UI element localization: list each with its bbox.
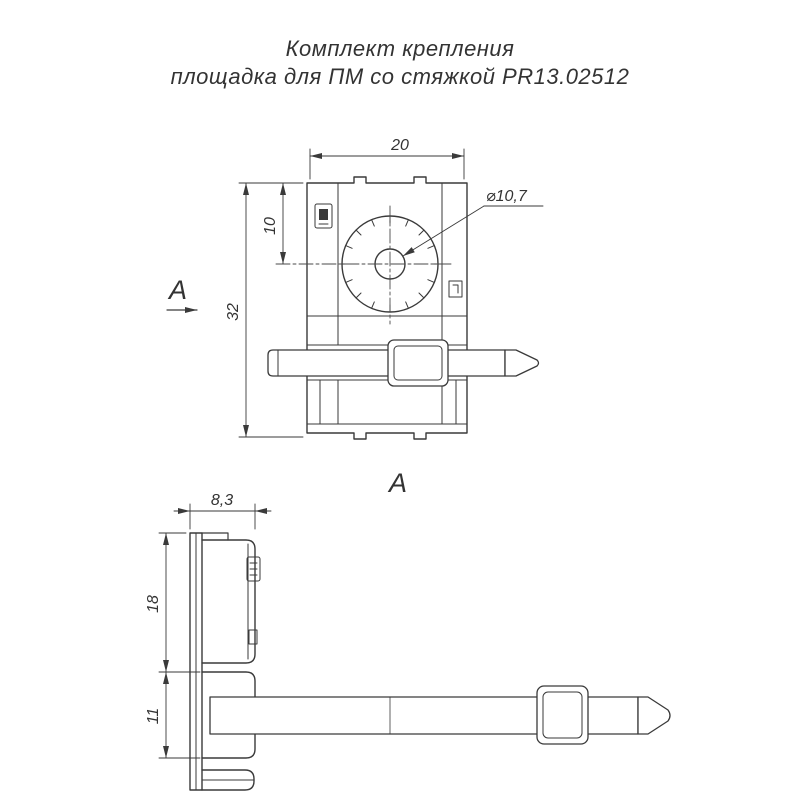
hole-diameter-callout: ⌀10,7 <box>402 188 544 257</box>
front-view: 20 10 32 ⌀10,7 A <box>166 137 544 440</box>
side-view: А <box>145 468 671 791</box>
tie-buckle-inner <box>393 345 443 381</box>
dimension-lower-height: 11 <box>145 671 201 759</box>
dimension-hole-offset: 10 <box>238 182 304 265</box>
view-direction-marker: A <box>166 275 198 313</box>
tie-tip-side <box>637 696 671 735</box>
title-line-1: Комплект крепления <box>286 36 515 61</box>
dim-height-value: 32 <box>225 303 242 321</box>
view-direction-label: A <box>167 275 187 305</box>
dim-depth-value: 8,3 <box>211 492 233 509</box>
dimension-depth: 8,3 <box>173 492 272 530</box>
clip-detail <box>246 556 261 582</box>
tie-buckle-side-inner <box>542 691 583 739</box>
bracket-internal-lines <box>306 182 468 425</box>
dim-width-value: 20 <box>390 137 409 154</box>
title-block: Комплект крепления площадка для ПМ со ст… <box>171 36 630 89</box>
dim-hole-offset-value: 10 <box>262 217 279 235</box>
bracket-body-outline <box>306 176 468 440</box>
tie-band <box>267 349 506 377</box>
dimension-upper-height: 18 <box>145 532 201 673</box>
dimension-width: 20 <box>309 137 465 180</box>
view-a-label: А <box>387 468 407 498</box>
tie-tip <box>504 349 540 377</box>
top-lip <box>201 532 229 541</box>
side-notch <box>248 629 258 645</box>
hook-detail <box>448 280 463 298</box>
tie-buckle-side <box>536 685 589 745</box>
cable-tie-side <box>209 685 671 745</box>
dimension-height: 32 <box>225 182 304 438</box>
upper-block <box>201 539 256 664</box>
latch-detail <box>314 203 333 229</box>
cable-tie-front <box>267 339 540 387</box>
tie-buckle <box>387 339 449 387</box>
title-line-2: площадка для ПМ со стяжкой PR13.02512 <box>171 64 630 89</box>
center-lines <box>275 205 453 325</box>
hole-diameter-value: ⌀10,7 <box>486 188 528 205</box>
dim-upper-height-value: 18 <box>145 595 162 613</box>
dim-lower-height-value: 11 <box>145 708 162 725</box>
